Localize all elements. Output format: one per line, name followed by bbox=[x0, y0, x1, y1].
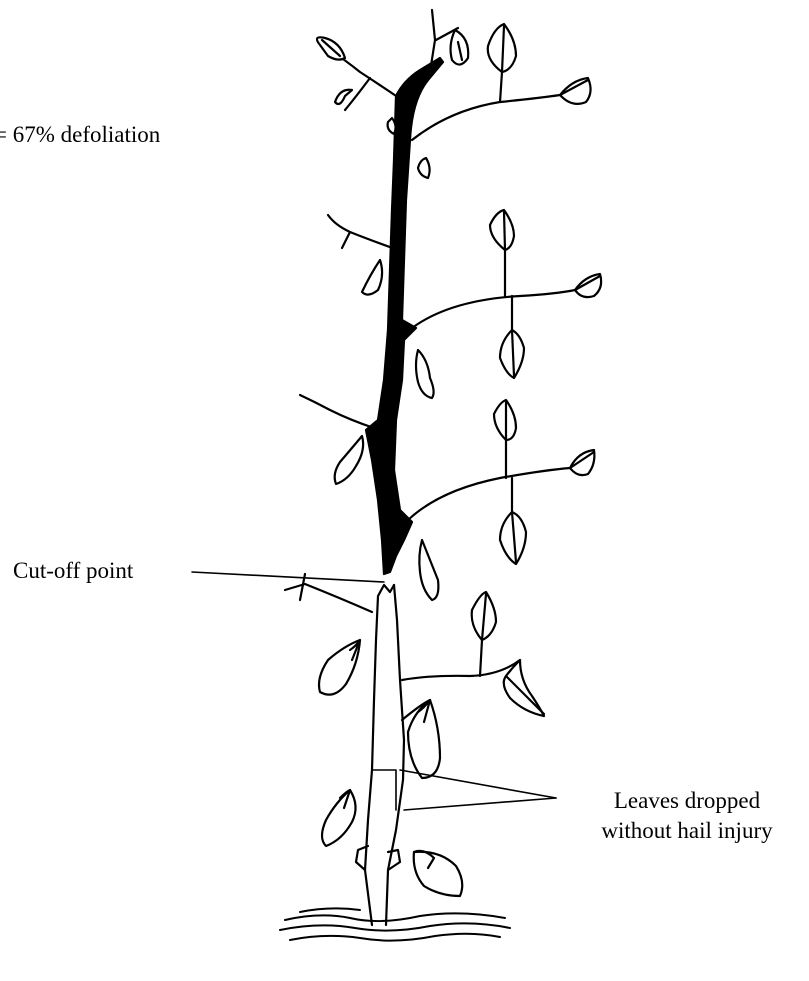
branches bbox=[285, 10, 575, 720]
ground-lines bbox=[280, 908, 510, 940]
dropped-leader-line-lower bbox=[404, 798, 556, 810]
lower-stem bbox=[356, 585, 404, 925]
dropped-leader-line-upper bbox=[400, 770, 556, 798]
cutoff-leader-line bbox=[192, 572, 384, 582]
healthy-leaves bbox=[472, 24, 601, 716]
